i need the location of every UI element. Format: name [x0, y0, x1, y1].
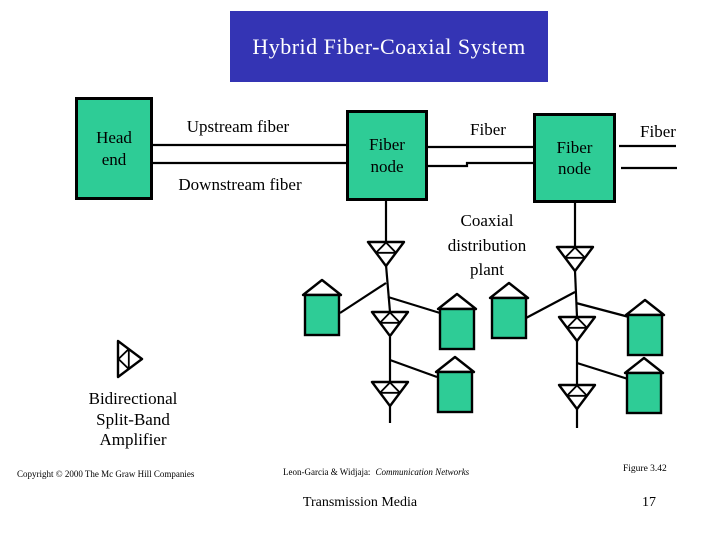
fiber-node-2-box: Fiber node — [533, 113, 616, 203]
amplifier-icon — [366, 240, 406, 268]
amplifier-legend-label: Bidirectional Split-Band Amplifier — [88, 389, 178, 450]
fiber-node-1-label: Fiber node — [369, 135, 405, 176]
amplifier-legend-icon — [116, 339, 144, 379]
fiber-node-1-box: Fiber node — [346, 110, 428, 201]
attribution-authors: Leon-Garcia & Widjaja: — [283, 467, 371, 477]
title-box: Hybrid Fiber-Coaxial System — [230, 11, 548, 82]
house-icon — [301, 278, 343, 337]
attribution-text: Leon-Garcia & Widjaja: Communication Netw… — [283, 467, 469, 477]
amplifier-icon — [557, 383, 597, 411]
amplifier-icon — [555, 245, 595, 273]
house-icon — [436, 292, 478, 351]
fiber-link-2-label: Fiber — [640, 122, 676, 141]
house-icon — [623, 356, 665, 415]
amplifier-icon — [370, 380, 410, 408]
downstream-fiber-label: Downstream fiber — [178, 175, 302, 194]
house-icon — [624, 298, 666, 357]
page-title: Hybrid Fiber-Coaxial System — [252, 33, 526, 59]
fiber-link-1-label: Fiber — [470, 120, 506, 139]
attribution-book-title: Communication Networks — [375, 467, 470, 477]
figure-reference: Figure 3.42 — [623, 464, 667, 474]
coaxial-plant-label: Coaxial distribution plant — [447, 211, 527, 280]
fiber-node-2-label: Fiber node — [556, 137, 593, 178]
upstream-fiber-label: Upstream fiber — [186, 117, 290, 136]
amplifier-icon — [557, 315, 597, 343]
page-number: 17 — [642, 495, 656, 510]
chapter-title: Transmission Media — [302, 495, 418, 510]
head-end-box: Head end — [75, 97, 153, 200]
copyright-text: Copyright © 2000 The Mc Graw Hill Compan… — [17, 469, 195, 479]
house-icon — [488, 281, 530, 340]
head-end-label: Head end — [96, 128, 132, 169]
house-icon — [434, 355, 476, 414]
amplifier-icon — [370, 310, 410, 338]
